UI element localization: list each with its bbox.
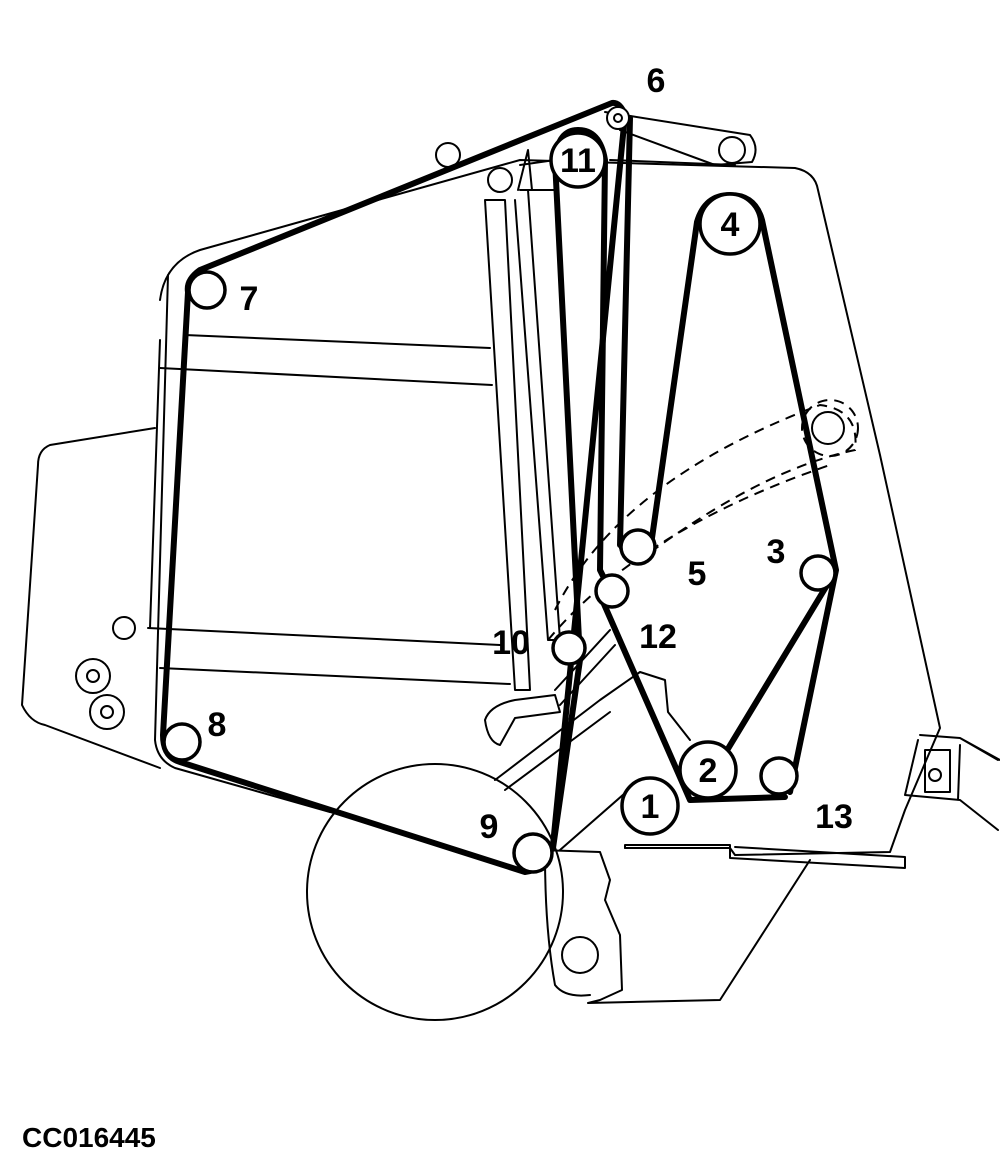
roller-7-label: 7	[240, 280, 259, 318]
roller-3-label: 3	[767, 533, 786, 571]
figure-id: CC016445	[22, 1122, 156, 1153]
hook-bracket	[484, 694, 561, 746]
drawbar-block	[924, 749, 951, 793]
roller-12	[594, 573, 630, 609]
roller-13	[759, 756, 799, 796]
drawbar	[904, 734, 1000, 831]
left-inner-panel	[154, 274, 331, 813]
roller-11	[549, 131, 607, 189]
lower-pivot	[561, 936, 599, 974]
roller-2	[678, 740, 738, 800]
roller-6-label: 6	[647, 62, 666, 100]
pivot-big	[811, 411, 845, 445]
tension-arm	[484, 199, 531, 691]
roller-10	[551, 630, 587, 666]
front-lower-housing	[539, 849, 811, 1004]
belt-11-left	[550, 157, 583, 851]
top-lever	[604, 111, 757, 166]
main-side-panel	[159, 159, 941, 856]
cross-member-upper	[184, 334, 491, 349]
upper-bracket	[517, 149, 556, 191]
rear-housing	[21, 427, 161, 769]
roller-7	[187, 270, 227, 310]
center-plate	[494, 671, 691, 781]
roller-2-label: 2	[699, 752, 718, 790]
baler-frame	[21, 111, 1000, 1004]
lever-roller	[718, 136, 746, 164]
cross-member-upper-2	[159, 367, 493, 386]
roller-6-hub	[613, 113, 623, 123]
outer-dashed-arc	[554, 403, 857, 611]
roller-4	[698, 192, 762, 256]
roller-5-label: 5	[688, 555, 707, 593]
small-idler-left	[112, 616, 136, 640]
roller-5	[619, 528, 657, 566]
double-idler-lower-hub	[100, 705, 114, 719]
roller-12-label: 12	[639, 618, 677, 656]
roller-13-label: 13	[815, 798, 853, 836]
double-idler-outer-hub	[86, 669, 100, 683]
roller-9	[512, 832, 554, 874]
roller-1	[620, 776, 680, 836]
roller-8-label: 8	[208, 706, 227, 744]
pickup-plate	[624, 844, 906, 869]
roller-8	[162, 722, 202, 762]
bale-circle	[306, 763, 564, 1021]
idler-bracket	[487, 167, 513, 193]
cross-member-lower	[147, 627, 501, 646]
labelled-rollers: 1 2 3 4 5 6 7 8 9 10 11 12	[162, 62, 853, 874]
bale-and-idlers	[75, 136, 845, 1021]
roller-10-label: 10	[492, 624, 530, 662]
tension-arm-outer	[514, 189, 561, 641]
drawbar-pin	[928, 768, 942, 782]
cross-member-lower-2	[159, 667, 511, 685]
pickup-support	[544, 854, 591, 997]
roller-3	[799, 554, 837, 592]
roller-9-label: 9	[480, 808, 499, 846]
pivot-circle-dashed	[801, 399, 859, 457]
roller-4-label: 4	[721, 206, 740, 244]
roller-1-label: 1	[641, 788, 660, 826]
belt-6-to-5	[617, 115, 633, 548]
side-strip	[149, 339, 161, 629]
roller-11-label: 11	[560, 142, 596, 180]
